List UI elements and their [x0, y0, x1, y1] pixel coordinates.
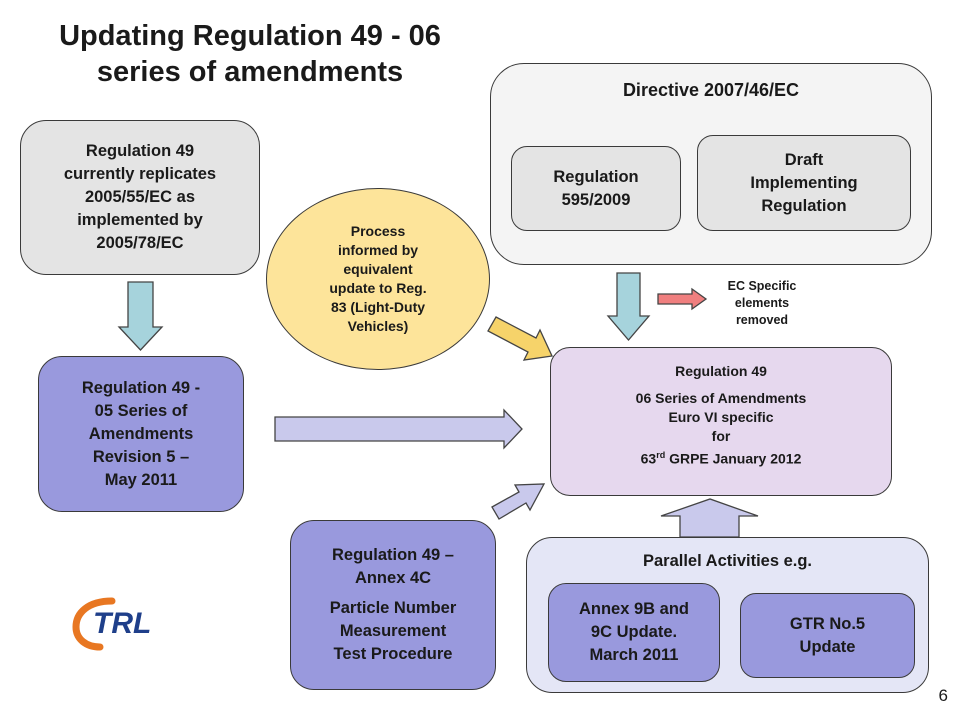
- trl-logo-mark: TRL: [72, 597, 151, 651]
- ec-specific-arrow: [657, 287, 708, 311]
- reg49-current-box: Regulation 49 currently replicates 2005/…: [20, 120, 260, 275]
- draft-implementing-box: Draft Implementing Regulation: [697, 135, 911, 231]
- down-arrow-left: [117, 281, 164, 351]
- annex-9b-box: Annex 9B and 9C Update. March 2011: [548, 583, 720, 682]
- arrow-annex4c-to-06: [491, 483, 546, 520]
- gtr-5-box: GTR No.5 Update: [740, 593, 915, 678]
- directive-title: Directive 2007/46/EC: [622, 80, 800, 100]
- arrow-05-to-06: [274, 408, 523, 450]
- meeting-line: 63rd GRPE January 2012: [640, 450, 802, 467]
- page-title: Updating Regulation 49 - 06 series of am…: [59, 20, 441, 88]
- page-number: 6: [938, 686, 948, 705]
- parallel-title: Parallel Activities e.g.: [642, 552, 813, 570]
- reg49-06-box: Regulation 49 06 Series of Amendments Eu…: [550, 347, 892, 496]
- svg-text:TRL: TRL: [93, 607, 151, 640]
- down-arrow-directive: [606, 272, 651, 342]
- regulation-595-box: Regulation 595/2009: [511, 146, 681, 231]
- process-circle: Process informed by equivalent update to…: [266, 188, 490, 370]
- annex-4c-box: Regulation 49 – Annex 4C Particle Number…: [290, 520, 496, 690]
- up-arrow-parallel: [660, 498, 759, 538]
- trl-logo: TRL: [72, 595, 172, 651]
- ec-specific-label: EC Specific elements removed: [727, 279, 797, 327]
- arrow-process-to-06: [487, 316, 553, 361]
- reg49-05-box: Regulation 49 - 05 Series of Amendments …: [38, 356, 244, 512]
